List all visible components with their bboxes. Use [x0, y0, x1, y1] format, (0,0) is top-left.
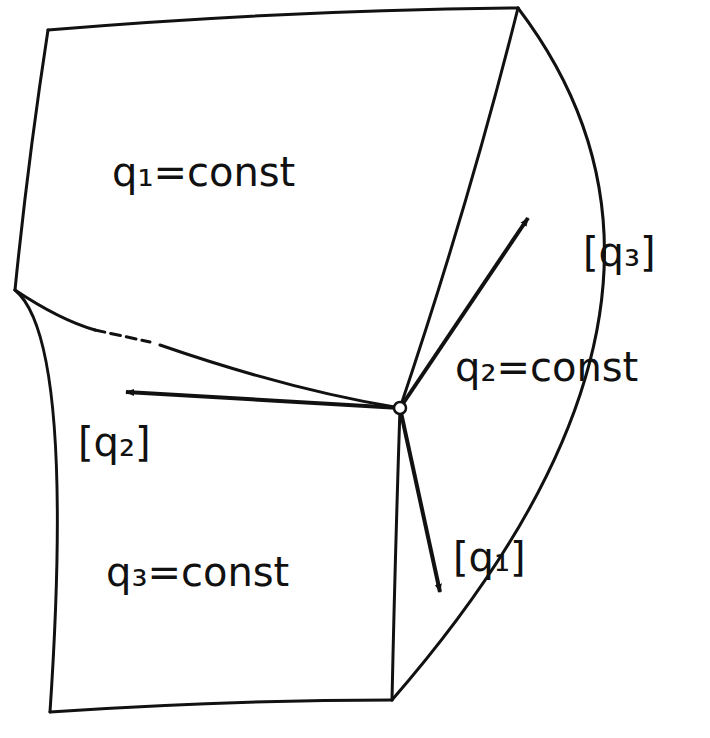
origin-point	[394, 402, 406, 414]
q2-vector	[126, 392, 400, 408]
dashed-edge	[95, 330, 150, 342]
surface-label: q₁=const	[112, 150, 295, 194]
left-edge	[15, 290, 95, 330]
bottom-edge	[50, 700, 392, 712]
left-lower-edge	[15, 290, 57, 712]
left-upper-edge	[15, 30, 48, 290]
middle-edge	[160, 345, 400, 408]
vector-label: [q₃]	[583, 230, 656, 274]
vector-label: [q₂]	[78, 420, 151, 464]
surface-label: q₃=const	[106, 550, 289, 594]
vector-label: [q₁]	[453, 535, 526, 579]
lower-edge	[392, 408, 400, 700]
top-edge	[48, 8, 518, 30]
surface-label: q₂=const	[455, 345, 638, 389]
q1-vector	[400, 408, 440, 592]
